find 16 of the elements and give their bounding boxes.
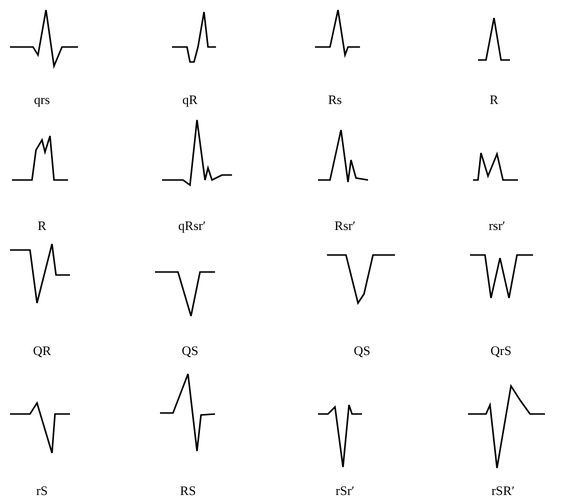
- waveform-label: QS: [354, 343, 370, 359]
- waveform-label: rSR′: [491, 483, 515, 499]
- waveform-label: QrS: [490, 343, 512, 359]
- waveform-label: qrs: [34, 92, 50, 108]
- waveform-label: rS: [36, 483, 48, 499]
- waveform-label: qR: [182, 92, 198, 108]
- waveform-label: QS: [182, 343, 198, 359]
- waveform-label: qRsr′: [178, 218, 206, 234]
- waveform-label: rsr′: [488, 218, 506, 234]
- waveform-label: R: [38, 218, 46, 234]
- waveform-label: rSr′: [336, 483, 354, 499]
- waveform-label: QR: [32, 343, 52, 359]
- waveform-label: RS: [180, 483, 196, 499]
- waveform-label: Rsr′: [334, 218, 356, 234]
- waveform-label: Rs: [328, 92, 342, 108]
- waveform-label: R: [490, 92, 498, 108]
